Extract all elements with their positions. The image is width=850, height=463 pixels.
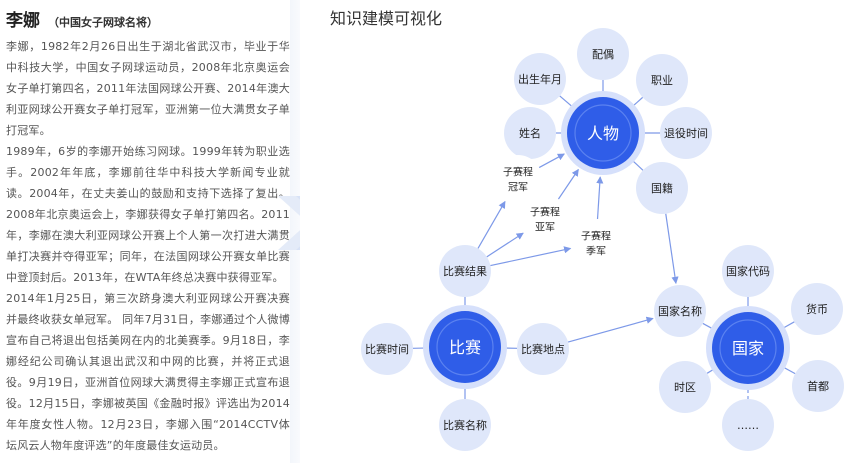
country-attribute-node[interactable]: 首都 — [792, 360, 844, 412]
attribute-label: 比赛地点 — [521, 342, 565, 356]
attribute-circle — [517, 323, 569, 375]
hub-ring — [574, 104, 632, 162]
attribute-label: 国家代码 — [726, 264, 770, 278]
attribute-label: 比赛时间 — [365, 342, 409, 356]
attribute-circle — [439, 245, 491, 297]
match-attribute-node[interactable]: 比赛名称 — [439, 399, 491, 451]
hub-circle — [567, 97, 639, 169]
attribute-label: 国家名称 — [658, 304, 702, 318]
graph-edge — [567, 316, 654, 343]
attribute-label: 比赛名称 — [443, 418, 487, 432]
attribute-label: 比赛结果 — [443, 264, 487, 278]
country-attribute-node[interactable]: …… — [722, 399, 774, 451]
hub-ring — [719, 319, 777, 377]
hub-label: 国家 — [732, 339, 764, 358]
bio-paragraph: 李娜，1982年2月26日出生于湖北省武汉市，毕业于华中科技大学，中国女子网球运… — [6, 40, 290, 137]
attribute-label: 子赛程 — [530, 206, 560, 219]
attribute-circle — [791, 283, 843, 335]
attribute-circle — [361, 323, 413, 375]
attribute-circle — [504, 107, 556, 159]
graph-edge — [538, 153, 565, 169]
attribute-circle — [577, 28, 629, 80]
match-attribute-node[interactable]: 比赛结果 — [439, 245, 491, 297]
person-name: 李娜 — [6, 11, 40, 31]
attribute-circle — [636, 54, 688, 106]
attribute-circle — [792, 360, 844, 412]
graph-edge — [557, 168, 579, 200]
attribute-label: 子赛程 — [503, 166, 533, 179]
country-attribute-node[interactable]: 国家代码 — [722, 245, 774, 297]
match-attribute-node[interactable]: 比赛时间 — [361, 323, 413, 375]
attribute-circle — [521, 195, 569, 243]
attribute-circle — [494, 155, 542, 203]
graph-title: 知识建模可视化 — [330, 9, 443, 28]
profile-panel: 李娜 （中国女子网球名将） 李娜，1982年2月26日出生于湖北省武汉市，毕业于华… — [0, 0, 290, 463]
hub-circle — [429, 311, 501, 383]
attribute-label: 首都 — [807, 379, 829, 393]
attribute-label: 季军 — [586, 246, 606, 258]
attribute-circle — [439, 399, 491, 451]
attribute-circle — [654, 285, 706, 337]
hub-label: 人物 — [587, 124, 619, 143]
bio-paragraph: 1989年，6岁的李娜开始练习网球。1999年转为职业选手。2002年年底，李娜… — [6, 145, 290, 284]
attribute-circle — [722, 245, 774, 297]
attribute-circle — [659, 361, 711, 413]
graph-edge — [596, 176, 604, 220]
country-attribute-node[interactable]: 国家名称 — [654, 285, 706, 337]
attribute-label: 货币 — [806, 302, 828, 316]
graph-edge — [665, 213, 679, 285]
person-attribute-node[interactable]: 国籍 — [636, 162, 688, 214]
attribute-label: 时区 — [674, 381, 696, 394]
person-attribute-node[interactable]: 退役时间 — [660, 107, 712, 159]
hub-node-country[interactable]: 国家 — [706, 306, 790, 390]
person-alias: （中国女子网球名将） — [48, 16, 158, 29]
attribute-label: …… — [737, 419, 759, 432]
bio-paragraph: 2014年1月25日，第三次跻身澳大利亚网球公开赛决赛并最终收获女单冠军。 同年… — [6, 292, 290, 452]
attribute-circle — [722, 399, 774, 451]
attribute-label: 亚军 — [535, 222, 555, 234]
attribute-circle — [572, 219, 620, 267]
person-bio: 李娜，1982年2月26日出生于湖北省武汉市，毕业于华中科技大学，中国女子网球运… — [6, 36, 290, 456]
attribute-label: 出生年月 — [518, 72, 562, 86]
attribute-label: 国籍 — [651, 181, 673, 195]
attribute-circle — [636, 162, 688, 214]
attribute-label: 退役时间 — [664, 126, 708, 140]
attribute-label: 职业 — [651, 74, 673, 87]
attribute-label: 姓名 — [519, 126, 541, 140]
hub-node-match[interactable]: 比赛 — [423, 305, 507, 389]
country-attribute-node[interactable]: 时区 — [659, 361, 711, 413]
hub-circle — [712, 312, 784, 384]
hub-node-person[interactable]: 人物 — [561, 91, 645, 175]
hub-ring — [436, 318, 494, 376]
person-attribute-node[interactable]: 配偶 — [577, 28, 629, 80]
hub-label: 比赛 — [449, 338, 481, 357]
attribute-circle — [660, 107, 712, 159]
graph-edge — [486, 232, 524, 258]
person-attribute-node[interactable]: 职业 — [636, 54, 688, 106]
graph-edge — [477, 200, 506, 249]
graph-edge — [490, 246, 572, 267]
attribute-label: 子赛程 — [581, 230, 611, 243]
attribute-circle — [514, 53, 566, 105]
profile-header: 李娜 （中国女子网球名将） — [6, 6, 158, 31]
knowledge-graph-panel: 知识建模可视化 人物比赛国家出生年月配偶职业姓名退役时间国籍比赛结果比赛时间比赛… — [300, 0, 850, 463]
person-attribute-node[interactable]: 出生年月 — [514, 53, 566, 105]
attribute-label: 配偶 — [592, 48, 614, 61]
person-attribute-node[interactable]: 姓名 — [504, 107, 556, 159]
match-attribute-node[interactable]: 比赛地点 — [517, 323, 569, 375]
country-attribute-node[interactable]: 货币 — [791, 283, 843, 335]
attribute-label: 冠军 — [508, 182, 528, 194]
